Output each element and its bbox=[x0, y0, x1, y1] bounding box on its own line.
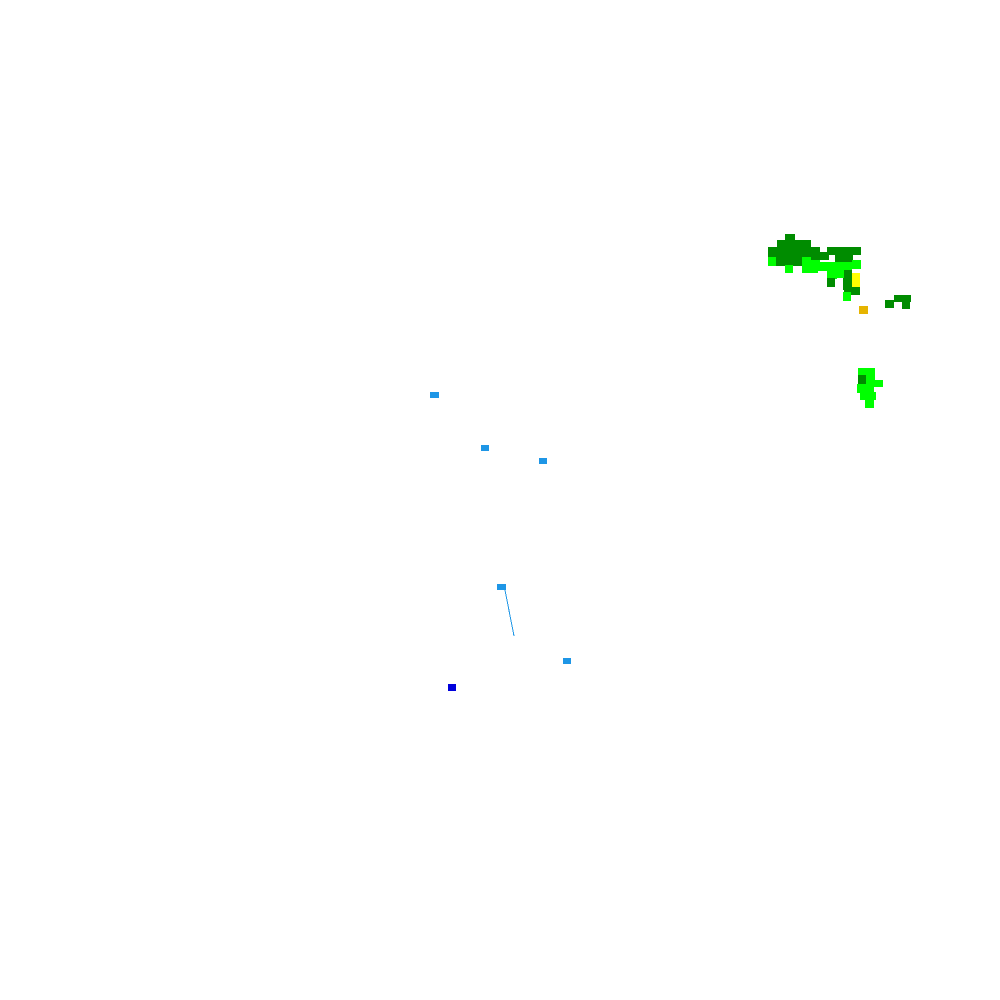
echo-cell bbox=[843, 278, 852, 290]
echo-cell bbox=[785, 234, 795, 242]
echo-cell bbox=[802, 265, 818, 273]
echo-cell bbox=[818, 262, 836, 271]
echo-cell bbox=[785, 265, 793, 273]
echo-cell bbox=[448, 684, 456, 691]
echo-cell bbox=[858, 375, 866, 385]
echo-cell bbox=[865, 400, 874, 408]
echo-cell bbox=[844, 287, 860, 295]
echo-cell bbox=[852, 273, 860, 287]
echo-cell bbox=[802, 257, 820, 265]
echo-cell bbox=[827, 270, 837, 279]
echo-cell bbox=[894, 295, 911, 302]
echo-cell bbox=[481, 445, 489, 451]
echo-cell bbox=[844, 270, 852, 278]
echo-cell bbox=[858, 376, 875, 384]
echo-cell bbox=[843, 292, 851, 301]
echo-cell bbox=[777, 240, 811, 248]
echo-cell bbox=[811, 252, 829, 260]
echo-cell bbox=[539, 458, 547, 464]
echo-cell bbox=[858, 368, 875, 377]
echo-cell bbox=[859, 306, 868, 314]
echo-cell bbox=[497, 584, 506, 590]
echo-cell bbox=[827, 247, 861, 255]
echo-cell bbox=[852, 260, 861, 269]
echo-cell bbox=[874, 380, 883, 387]
echo-cell bbox=[860, 392, 876, 400]
echo-cell bbox=[902, 300, 910, 309]
echo-cell bbox=[857, 384, 874, 393]
echo-cell bbox=[430, 392, 439, 398]
echo-cell bbox=[768, 257, 776, 266]
echo-streak bbox=[504, 589, 515, 637]
echo-cell bbox=[563, 658, 571, 664]
echo-cell bbox=[776, 257, 806, 266]
echo-cell bbox=[885, 300, 894, 308]
echo-cell bbox=[768, 247, 820, 257]
echo-cell bbox=[827, 278, 835, 287]
